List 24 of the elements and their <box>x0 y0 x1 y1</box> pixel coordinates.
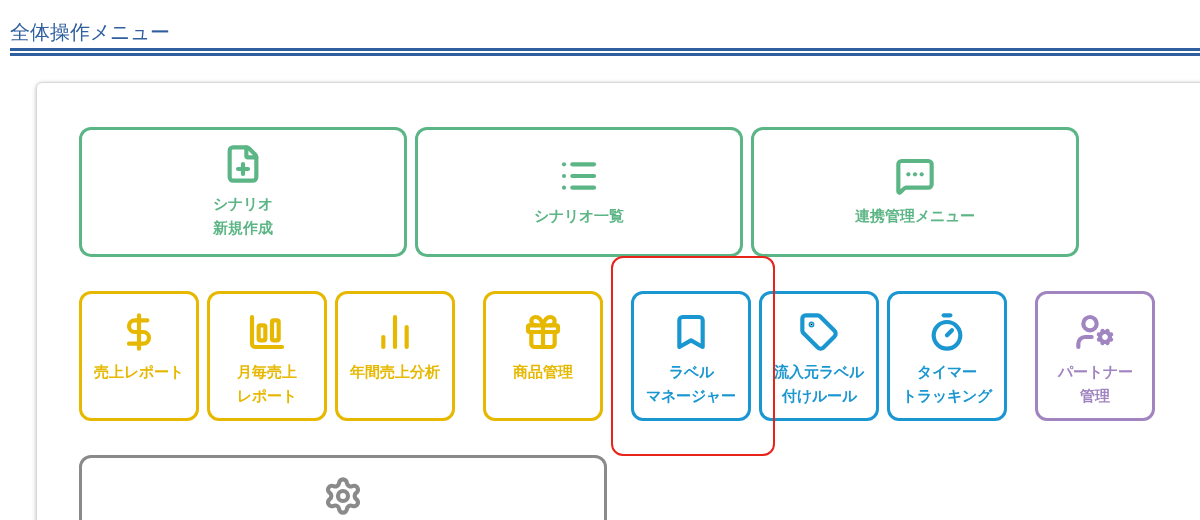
menu-tile <box>759 291 879 421</box>
menu-tile <box>483 291 603 421</box>
menu-tile <box>79 291 199 421</box>
menu-tile <box>415 127 743 257</box>
tile-label: 売上レポート <box>94 362 184 383</box>
menu-tile <box>631 291 751 421</box>
tile-label: 月毎売上レポート <box>237 362 297 407</box>
tile-label: シナリオ一覧 <box>534 206 624 227</box>
tile-label: タイマートラッキング <box>902 362 992 407</box>
menu-panel <box>36 82 1200 520</box>
menu-tile <box>751 127 1079 257</box>
page-heading: 全体操作メニュー <box>10 19 170 46</box>
tile-label: ラベルマネージャー <box>646 362 736 407</box>
tile-label: 流入元ラベル付けルール <box>774 362 864 407</box>
tile-label: パートナー管理 <box>1057 362 1133 407</box>
menu-tile <box>1035 291 1155 421</box>
menu-tile <box>335 291 455 421</box>
menu-tile <box>887 291 1007 421</box>
menu-tile <box>207 291 327 421</box>
tile-label: 商品管理 <box>513 362 573 383</box>
menu-tile <box>79 127 407 257</box>
tile-label: シナリオ新規作成 <box>213 194 273 239</box>
tile-label: 連携管理メニュー <box>855 206 975 227</box>
tile-label: 年間売上分析 <box>350 362 440 383</box>
